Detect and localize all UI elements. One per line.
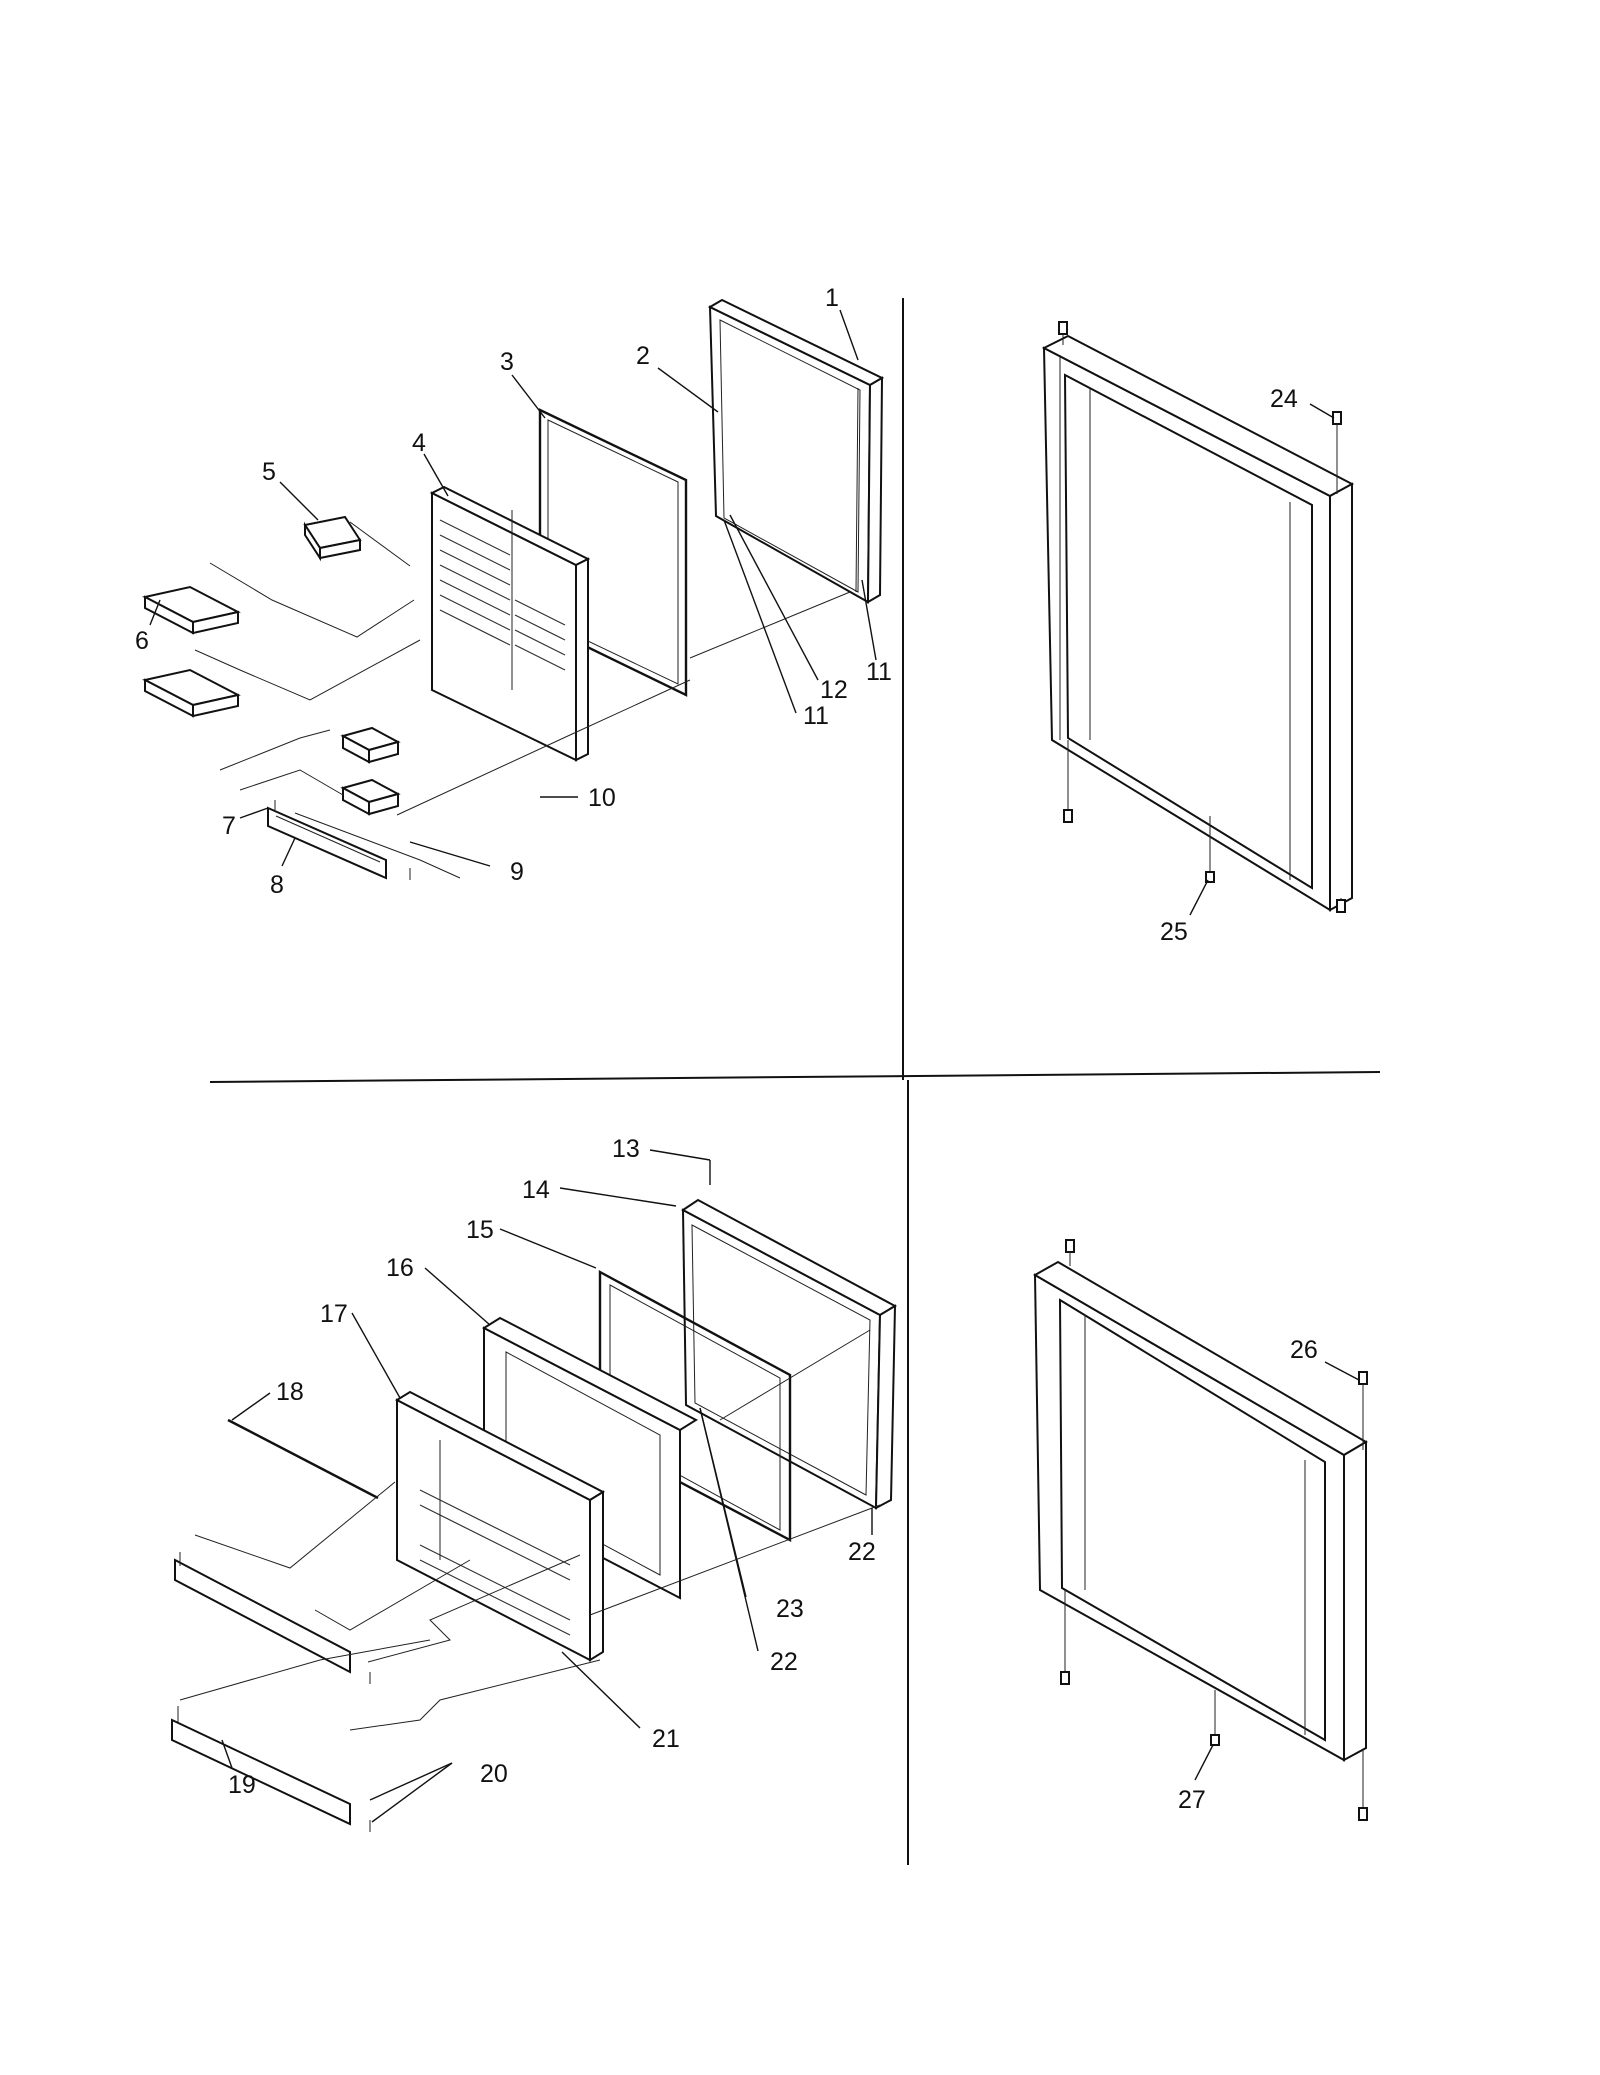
callout-23: 23 bbox=[776, 1595, 804, 1623]
door-shelf-lower bbox=[142, 668, 241, 718]
freezer-screw-bottom-right bbox=[1358, 1750, 1368, 1821]
callout-20: 20 bbox=[480, 1760, 508, 1788]
freezer-hinge-pin bbox=[1210, 1690, 1220, 1746]
callout-10: 10 bbox=[588, 784, 616, 812]
callout-11-left: 11 bbox=[803, 702, 829, 730]
callout-18: 18 bbox=[276, 1378, 304, 1406]
callout-6: 6 bbox=[135, 627, 149, 655]
screw-bottom-right bbox=[1336, 898, 1346, 913]
callout-15: 15 bbox=[466, 1216, 494, 1244]
freezer-screw-top-left bbox=[1065, 1239, 1075, 1266]
hinge-pin bbox=[1205, 816, 1215, 883]
freezer-outer-panel bbox=[681, 1198, 898, 1510]
callout-4: 4 bbox=[412, 429, 426, 457]
freezer-door-frame bbox=[1032, 1239, 1368, 1821]
callout-14: 14 bbox=[522, 1176, 550, 1204]
freezer-shelf-rod bbox=[227, 1418, 379, 1500]
door-bottom-trim bbox=[267, 800, 411, 880]
callout-13: 13 bbox=[612, 1135, 640, 1163]
callout-17: 17 bbox=[320, 1300, 348, 1328]
freezer-screw-bottom-left bbox=[1060, 1590, 1070, 1685]
door-bin-lower bbox=[340, 778, 401, 816]
callout-22-right: 22 bbox=[848, 1538, 876, 1566]
refrigerator-door-assembly bbox=[142, 298, 885, 880]
callout-26: 26 bbox=[1290, 1336, 1318, 1364]
outer-door-panel bbox=[707, 298, 885, 604]
callout-12: 12 bbox=[820, 676, 848, 704]
callout-25: 25 bbox=[1160, 918, 1188, 946]
freezer-door-liner bbox=[394, 1390, 606, 1662]
freezer-door-assembly bbox=[171, 1198, 898, 1832]
freezer-door-shelf-upper bbox=[174, 1552, 371, 1684]
freezer-door-shelf-lower bbox=[171, 1706, 371, 1832]
callout-19: 19 bbox=[228, 1771, 256, 1799]
callout-9: 9 bbox=[510, 858, 524, 886]
callout-8: 8 bbox=[270, 871, 284, 899]
freezer-screw-top-right bbox=[1358, 1371, 1368, 1450]
refrigerator-door-frame bbox=[1041, 321, 1355, 913]
callout-27: 27 bbox=[1178, 1786, 1206, 1814]
screw-bottom-left bbox=[1063, 740, 1073, 823]
door-liner bbox=[429, 485, 591, 762]
screw-top-left bbox=[1058, 321, 1068, 345]
callout-3: 3 bbox=[500, 348, 514, 376]
callout-5: 5 bbox=[262, 458, 276, 486]
callout-16: 16 bbox=[386, 1254, 414, 1282]
callouts: 1 2 3 4 5 6 7 8 9 10 11 12 11 24 25 13 1… bbox=[135, 284, 1318, 1814]
callout-2: 2 bbox=[636, 342, 650, 370]
leader-lines bbox=[149, 309, 1360, 1823]
door-shelf-upper bbox=[142, 585, 241, 635]
callout-1: 1 bbox=[825, 284, 839, 312]
horizontal-divider bbox=[209, 1071, 1381, 1083]
callout-21: 21 bbox=[652, 1725, 680, 1753]
callout-24: 24 bbox=[1270, 385, 1298, 413]
door-bin-upper bbox=[340, 726, 401, 764]
callout-7: 7 bbox=[222, 812, 236, 840]
callout-11-right: 11 bbox=[866, 658, 892, 686]
callout-22-left: 22 bbox=[770, 1648, 798, 1676]
dairy-compartment bbox=[303, 515, 362, 562]
